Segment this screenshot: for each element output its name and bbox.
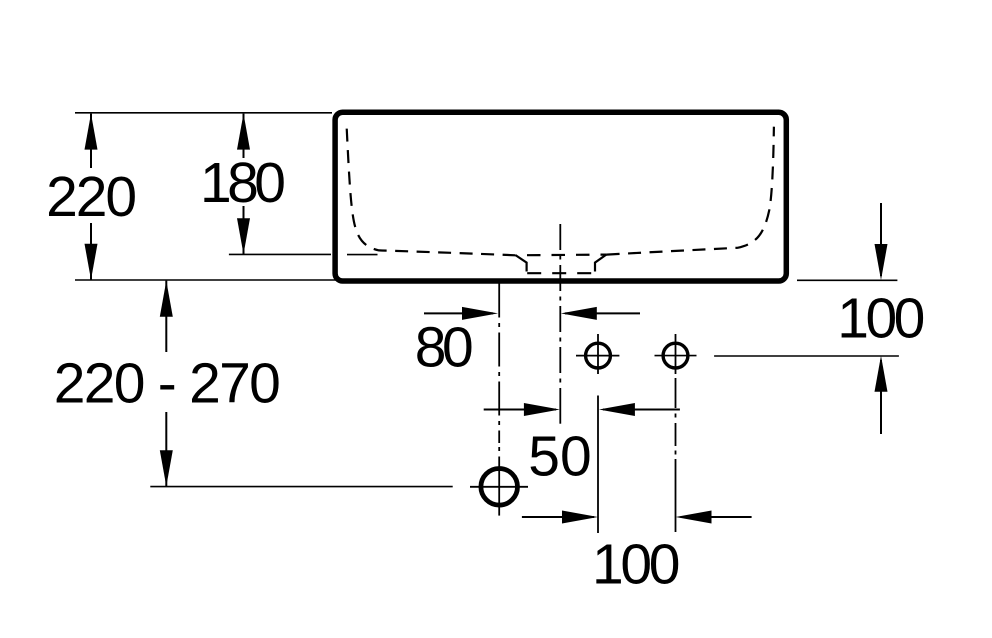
svg-text:50: 50 bbox=[528, 425, 592, 489]
svg-text:80: 80 bbox=[415, 315, 474, 379]
svg-text:220 - 270: 220 - 270 bbox=[54, 352, 281, 416]
svg-text:180: 180 bbox=[200, 151, 286, 215]
svg-text:100: 100 bbox=[592, 533, 681, 597]
svg-text:220: 220 bbox=[46, 165, 137, 229]
svg-text:100: 100 bbox=[837, 286, 925, 350]
